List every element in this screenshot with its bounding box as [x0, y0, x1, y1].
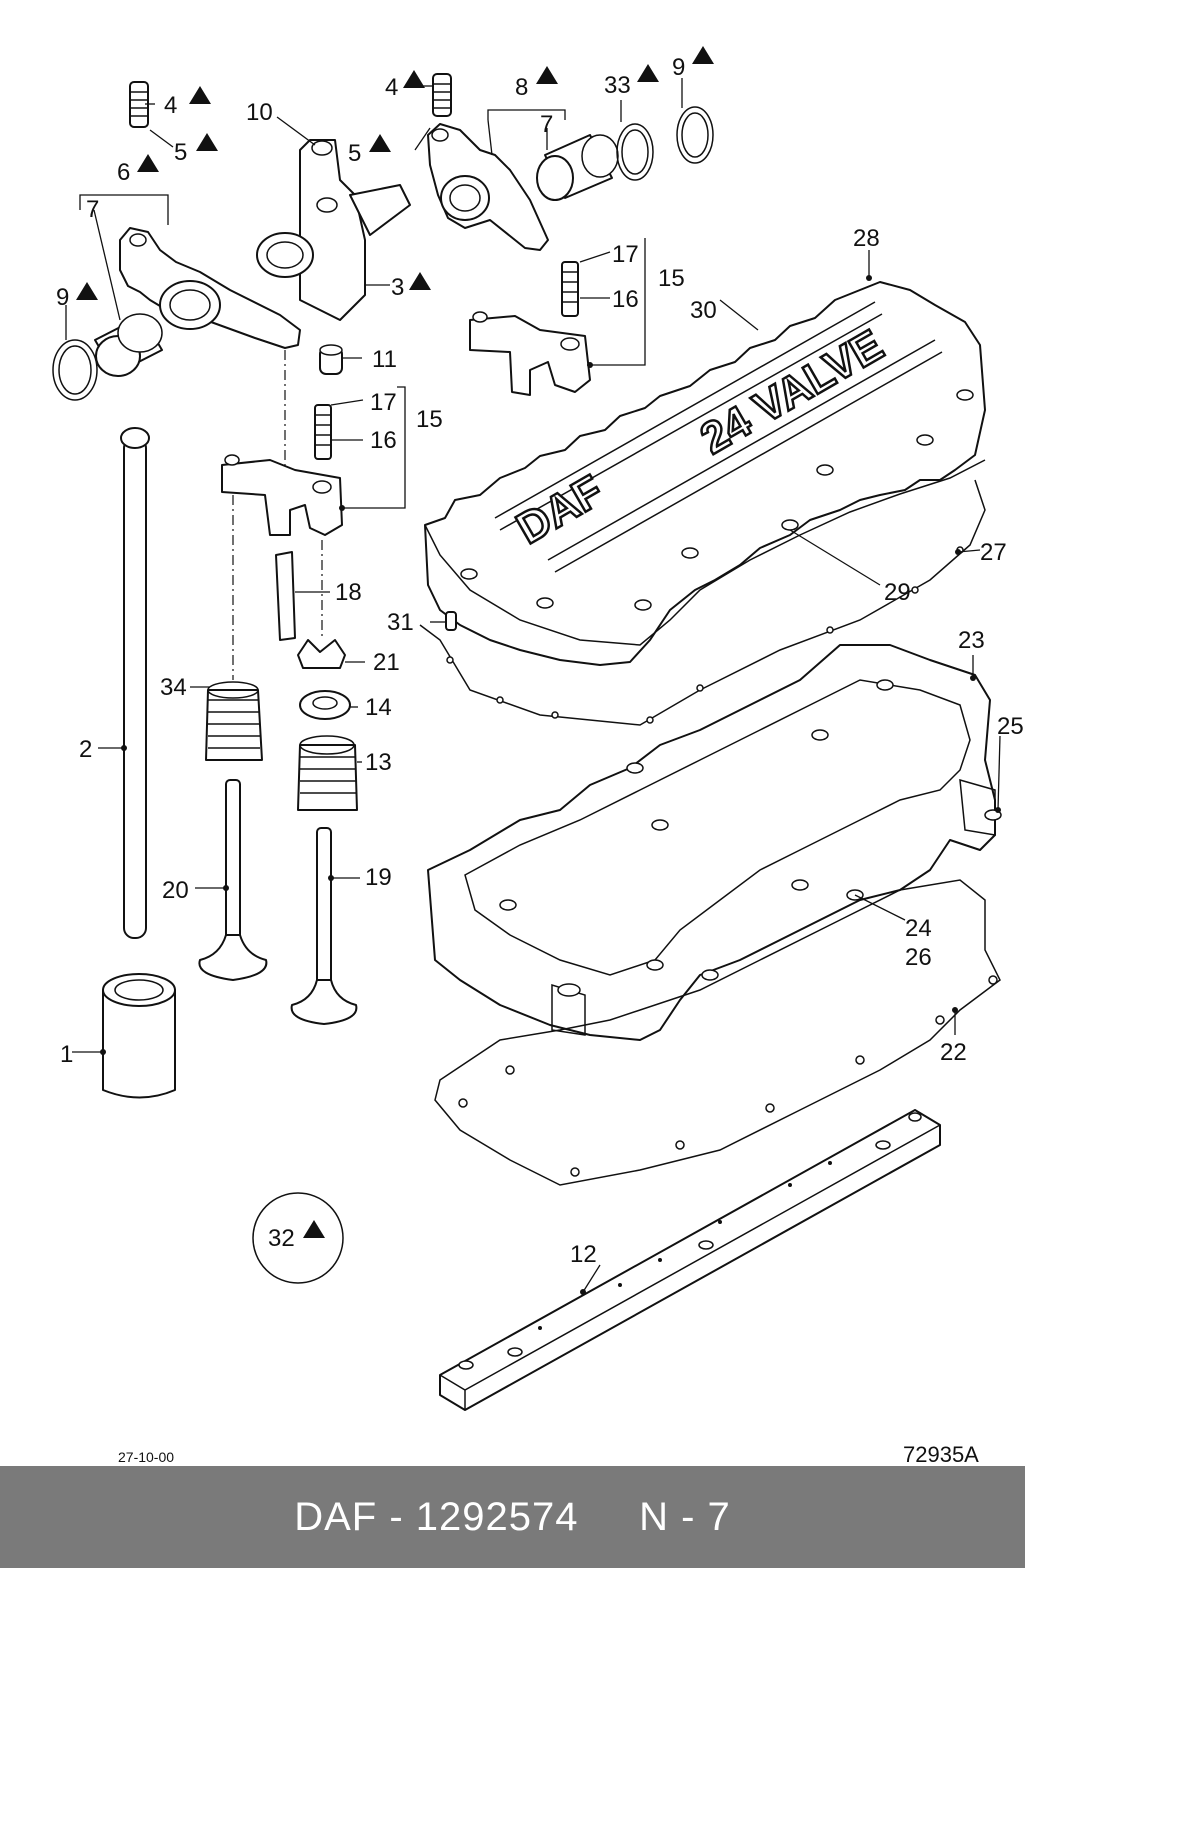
callout-16: 16 [370, 427, 397, 454]
callout-15: 15 [658, 265, 685, 292]
callout-19: 19 [365, 864, 392, 891]
footer-part-label: DAF - 1292574 N - 7 [294, 1494, 731, 1539]
callout-5: 5 [348, 140, 361, 167]
callout-9: 9 [672, 54, 685, 81]
callout-labels: 4 5 6 7 9 10 3 5 4 8 7 33 9 17 15 16 11 … [56, 54, 1024, 1268]
exploded-parts-diagram: DAF 24 VALVE [52, 46, 1024, 1466]
valve-guide-18 [275, 551, 296, 641]
valve-20 [198, 779, 268, 981]
callout-25: 25 [997, 713, 1024, 740]
rocker-arm-left [119, 227, 301, 349]
date-stamp: 27-10-00 [118, 1449, 174, 1465]
kit-markers [76, 46, 714, 1238]
callout-33: 33 [604, 72, 631, 99]
callout-28: 28 [853, 225, 880, 252]
callout-4: 4 [385, 74, 398, 101]
callout-6: 6 [117, 159, 130, 186]
spring-retainer-14 [299, 690, 351, 720]
rocker-shaft-bracket [256, 139, 411, 321]
callout-10: 10 [246, 99, 273, 126]
callout-8: 8 [515, 74, 528, 101]
circlip-left [52, 339, 98, 401]
footer-bar: DAF - 1292574 N - 7 [0, 1466, 1025, 1568]
callout-7: 7 [86, 196, 99, 223]
valve-spring-13 [297, 735, 358, 811]
callout-24: 24 [905, 915, 932, 942]
sealing-ring-33 [616, 123, 654, 181]
head-frame-23 [427, 644, 1002, 1041]
leader-lines [65, 78, 1001, 1295]
callout-11: 11 [372, 346, 397, 373]
callout-31: 31 [387, 609, 414, 636]
kit-circle-32 [252, 1192, 344, 1284]
callout-21: 21 [373, 649, 400, 676]
circlip-right [676, 106, 714, 164]
callout-17: 17 [612, 241, 639, 268]
callout-32: 32 [268, 1225, 295, 1252]
callout-12: 12 [570, 1241, 597, 1268]
valve-bridge-upper [469, 261, 591, 396]
shaft-bar-12 [439, 1109, 941, 1411]
pressure-cap-11 [319, 344, 343, 375]
callout-26: 26 [905, 944, 932, 971]
callout-4: 4 [164, 92, 177, 119]
callout-18: 18 [335, 579, 362, 606]
callout-17: 17 [370, 389, 397, 416]
callout-2: 2 [79, 736, 92, 763]
callout-3: 3 [391, 274, 404, 301]
push-rod-2 [120, 427, 150, 939]
callout-16: 16 [612, 286, 639, 313]
head-gasket-22 [434, 879, 1001, 1186]
callout-30: 30 [690, 297, 717, 324]
rocker-arm-right [427, 123, 549, 251]
callout-29: 29 [884, 579, 911, 606]
callout-15: 15 [416, 406, 443, 433]
dowel-31 [445, 611, 457, 631]
tappet-1 [102, 973, 176, 1099]
bushing-right [536, 134, 619, 201]
callout-13: 13 [365, 749, 392, 776]
callout-5: 5 [174, 139, 187, 166]
callout-14: 14 [365, 694, 392, 721]
valve-spring-34 [205, 681, 263, 761]
callout-27: 27 [980, 539, 1007, 566]
callout-23: 23 [958, 627, 985, 654]
valve-bridge-lower [221, 404, 343, 536]
bushing-left [94, 313, 163, 377]
callout-34: 34 [160, 674, 187, 701]
reference-number: 72935A [903, 1442, 979, 1466]
valve-collets-21 [297, 639, 346, 669]
callout-7: 7 [540, 111, 553, 138]
cover-gasket-27 [419, 479, 986, 726]
callout-1: 1 [60, 1041, 73, 1068]
adjusting-screw-right [432, 73, 452, 117]
callout-22: 22 [940, 1039, 967, 1066]
callout-9: 9 [56, 284, 69, 311]
callout-20: 20 [162, 877, 189, 904]
valve-19 [290, 827, 358, 1025]
